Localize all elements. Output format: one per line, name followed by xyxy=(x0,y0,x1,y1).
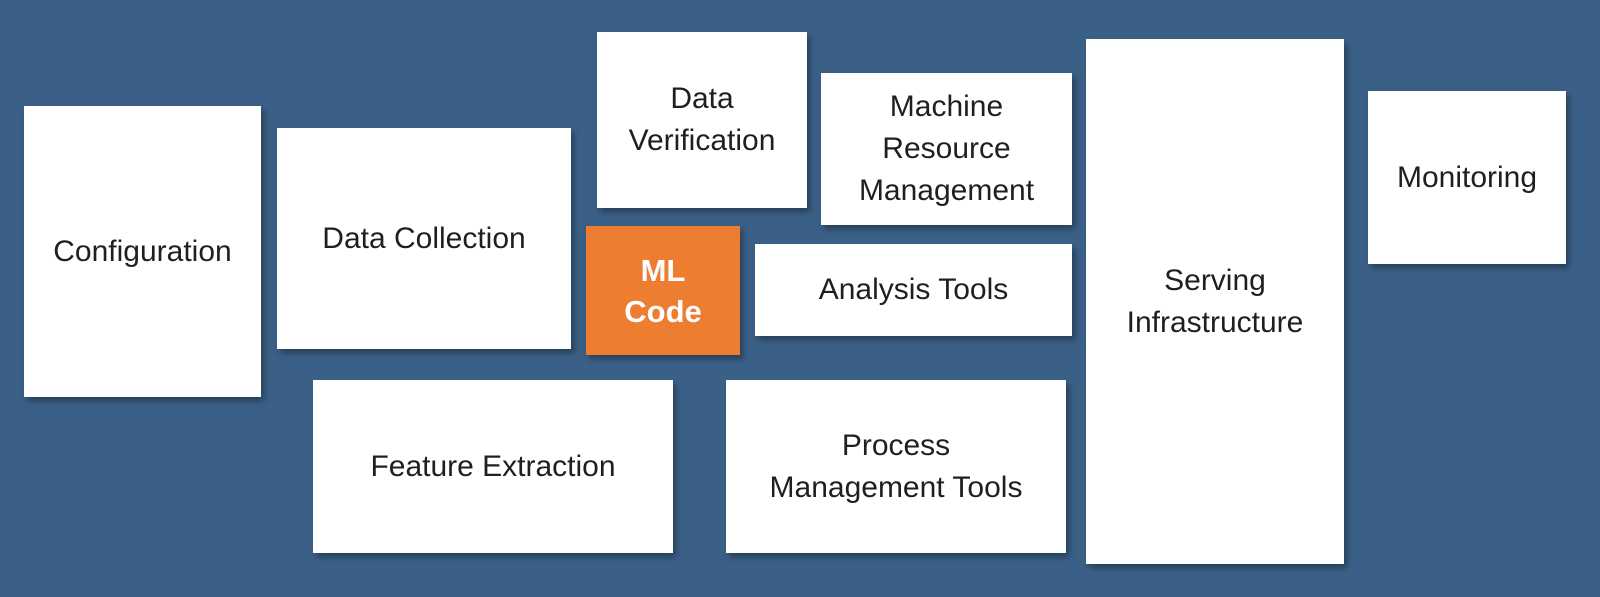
process-management-tools-box: Process Management Tools xyxy=(726,380,1066,553)
monitoring-box: Monitoring xyxy=(1368,91,1566,264)
configuration-label: Configuration xyxy=(53,234,232,268)
configuration-box: Configuration xyxy=(24,106,261,397)
feature-extraction-label: Feature Extraction xyxy=(370,449,616,483)
machine-resource-management-label: Machine Resource Management xyxy=(858,90,1035,207)
serving-infrastructure-box: Serving Infrastructure xyxy=(1086,39,1344,564)
monitoring-label: Monitoring xyxy=(1396,160,1538,194)
machine-resource-management-box: Machine Resource Management xyxy=(821,73,1072,225)
analysis-tools-label: Analysis Tools xyxy=(818,273,1009,306)
data-verification-box: Data Verification xyxy=(597,32,807,208)
data-verification-label: Data Verification xyxy=(628,82,776,157)
data-collection-label: Data Collection xyxy=(322,221,526,255)
ml-code-box: ML Code xyxy=(586,226,740,355)
data-collection-box: Data Collection xyxy=(277,128,571,349)
process-management-tools-label: Process Management Tools xyxy=(769,428,1023,504)
serving-infrastructure-label: Serving Infrastructure xyxy=(1126,263,1304,339)
analysis-tools-box: Analysis Tools xyxy=(755,244,1072,336)
feature-extraction-box: Feature Extraction xyxy=(313,380,673,553)
ml-code-label: ML Code xyxy=(624,252,702,329)
